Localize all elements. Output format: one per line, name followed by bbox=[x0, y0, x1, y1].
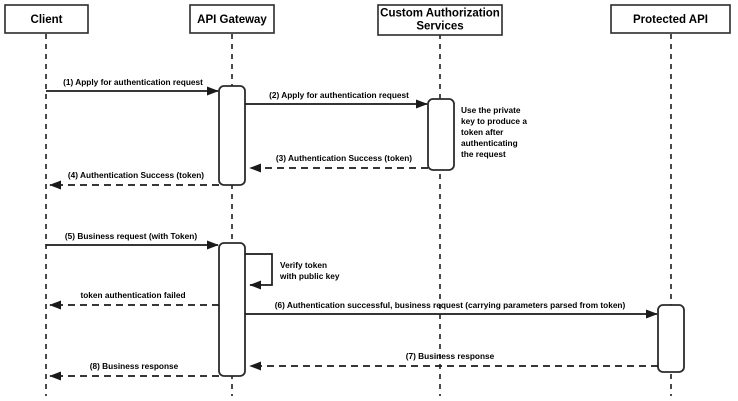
activation-bar-api-gateway-2[interactable] bbox=[218, 242, 246, 377]
self-message-verify-token-line-2: with public key bbox=[279, 271, 340, 281]
message-7[interactable]: (7) Business response bbox=[249, 351, 658, 371]
self-message-verify-token-arrow[interactable] bbox=[245, 253, 273, 290]
message-8[interactable]: (8) Business response bbox=[49, 361, 219, 381]
message-6[interactable]: (6) Authentication successful, business … bbox=[245, 300, 658, 319]
message-5[interactable]: (5) Business request (with Token) bbox=[46, 231, 219, 250]
participant-label-custom-authorization-services-line1: Custom Authorization bbox=[380, 8, 500, 20]
participant-box-custom-authorization-services[interactable] bbox=[377, 4, 503, 36]
message-7-label: (7) Business response bbox=[406, 351, 495, 361]
message-token-authentication-failed-label: token authentication failed bbox=[80, 290, 185, 300]
note-private-key-line-4: authenticating bbox=[461, 138, 518, 148]
note-private-key: Use the private key to produce a token a… bbox=[461, 105, 527, 159]
message-4[interactable]: (4) Authentication Success (token) bbox=[49, 170, 219, 190]
note-private-key-line-2: key to produce a bbox=[461, 116, 527, 126]
participant-custom-authorization-services[interactable]: Custom Authorization Services bbox=[377, 4, 503, 36]
message-4-label: (4) Authentication Success (token) bbox=[68, 170, 204, 180]
note-private-key-line-1: Use the private bbox=[461, 105, 521, 115]
message-1[interactable]: (1) Apply for authentication request bbox=[46, 77, 219, 96]
message-5-label: (5) Business request (with Token) bbox=[65, 231, 197, 241]
note-private-key-line-3: token after bbox=[461, 127, 504, 137]
lifelines-group bbox=[45, 34, 672, 396]
message-6-label: (6) Authentication successful, business … bbox=[275, 300, 626, 310]
participant-box-client[interactable] bbox=[4, 4, 89, 34]
message-1-label: (1) Apply for authentication request bbox=[63, 77, 203, 87]
activation-bar-protected-api[interactable] bbox=[657, 304, 685, 373]
self-message-verify-token[interactable]: Verify token with public key bbox=[245, 253, 340, 290]
message-8-label: (8) Business response bbox=[90, 361, 179, 371]
participant-protected-api[interactable]: Protected API bbox=[610, 4, 731, 34]
participant-client[interactable]: Client bbox=[4, 4, 89, 34]
participant-label-protected-api: Protected API bbox=[633, 14, 708, 26]
participant-box-api-gateway[interactable] bbox=[189, 4, 275, 34]
participant-api-gateway[interactable]: API Gateway bbox=[189, 4, 275, 34]
message-2[interactable]: (2) Apply for authentication request bbox=[245, 90, 428, 109]
message-3[interactable]: (3) Authentication Success (token) bbox=[249, 153, 428, 173]
participant-box-protected-api[interactable] bbox=[610, 4, 731, 34]
participant-label-api-gateway: API Gateway bbox=[197, 14, 267, 26]
activation-bar-api-gateway-1[interactable] bbox=[218, 85, 246, 186]
note-private-key-line-5: the request bbox=[461, 149, 506, 159]
participant-label-custom-authorization-services-line2: Services bbox=[416, 21, 463, 33]
activation-bar-custom-authorization-services[interactable] bbox=[427, 98, 455, 171]
message-token-authentication-failed[interactable]: token authentication failed bbox=[49, 290, 219, 310]
message-2-label: (2) Apply for authentication request bbox=[269, 90, 409, 100]
message-3-label: (3) Authentication Success (token) bbox=[276, 153, 412, 163]
participant-label-client: Client bbox=[31, 14, 63, 26]
self-message-verify-token-line-1: Verify token bbox=[280, 260, 327, 270]
